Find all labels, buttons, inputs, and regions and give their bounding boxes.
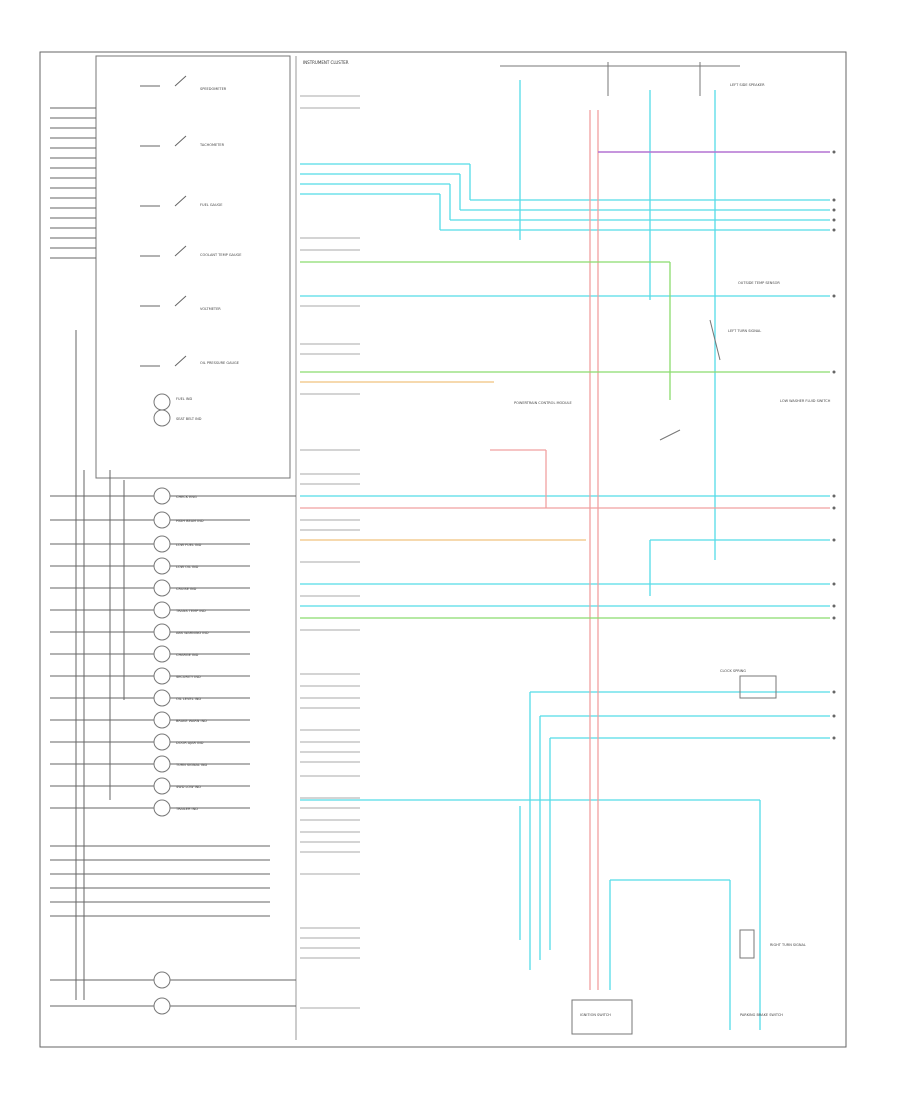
indicator-circuits (50, 330, 296, 1007)
right-component-4: CLOCK SPRING (720, 669, 746, 673)
connector-pins (300, 95, 360, 1009)
indicator-label-2: CHECK ENG (176, 495, 197, 499)
gauge-coolant: COOLANT TEMP GAUGE (200, 253, 241, 257)
right-component-0: LEFT SIDE SPEAKER (730, 83, 765, 87)
gauge-fuel: FUEL GAUGE (200, 203, 222, 207)
gauge-tachometer: TACHOMETER (199, 143, 225, 147)
indicator-label-14: TURN SIGNAL IND (175, 763, 208, 767)
right-component-2: LEFT TURN SIGNAL (728, 329, 761, 333)
right-component-6: LOW WASHER FLUID SWITCH (780, 399, 831, 403)
gauge-speedometer: SPEEDOMETER (200, 87, 227, 91)
indicator-label-13: DOOR AJAR IND (176, 741, 204, 745)
indicator-label-11: OIL LEVEL IND (176, 697, 201, 701)
right-components (500, 62, 777, 1035)
indicator-label-0: FUEL IND (176, 397, 192, 401)
indicator-label-4: LOW FUEL IND (176, 543, 202, 547)
indicator-bulbs (153, 393, 171, 1015)
right-component-7: PARKING BRAKE SWITCH (740, 1013, 783, 1017)
right-component-8: POWERTRAIN CONTROL MODULE (514, 401, 572, 405)
indicator-label-16: TRAILER IND (175, 807, 198, 811)
right-terminals (832, 150, 836, 740)
indicator-label-10: SECURITY IND (176, 675, 201, 679)
indicator-label-9: CHARGE IND (176, 653, 199, 657)
indicator-label-6: CRUISE IND (176, 587, 197, 591)
right-component-3: RIGHT TURN SIGNAL (770, 943, 806, 947)
gauge-oil-pressure: OIL PRESSURE GAUGE (200, 361, 239, 365)
indicator-label-1: SEAT BELT IND (176, 417, 202, 421)
right-component-1: OUTSIDE TEMP SENSOR (738, 281, 780, 285)
diagram-frame (39, 51, 847, 1048)
top-header: INSTRUMENT CLUSTER (303, 60, 349, 65)
wires-cyan (300, 80, 830, 1030)
wires-orange (300, 381, 586, 541)
wires-red (300, 110, 830, 990)
indicator-label-7: TRANS TEMP IND (175, 609, 206, 613)
instrument-cluster-box (95, 55, 291, 479)
indicator-label-15: 4WD LOW IND (176, 785, 201, 789)
gauge-switches (140, 75, 187, 367)
wires-green (300, 261, 830, 619)
gauge-voltmeter: VOLTMETER (200, 307, 221, 311)
right-component-5: IGNITION SWITCH (580, 1013, 611, 1017)
indicator-label-3: HIGH BEAM IND (176, 519, 204, 523)
indicator-label-8: ABS WARNING IND (176, 631, 209, 635)
indicator-label-12: BRAKE WARN IND (176, 719, 207, 723)
indicator-label-5: LOW OIL IND (176, 565, 199, 569)
left-connector-stubs (50, 107, 96, 259)
